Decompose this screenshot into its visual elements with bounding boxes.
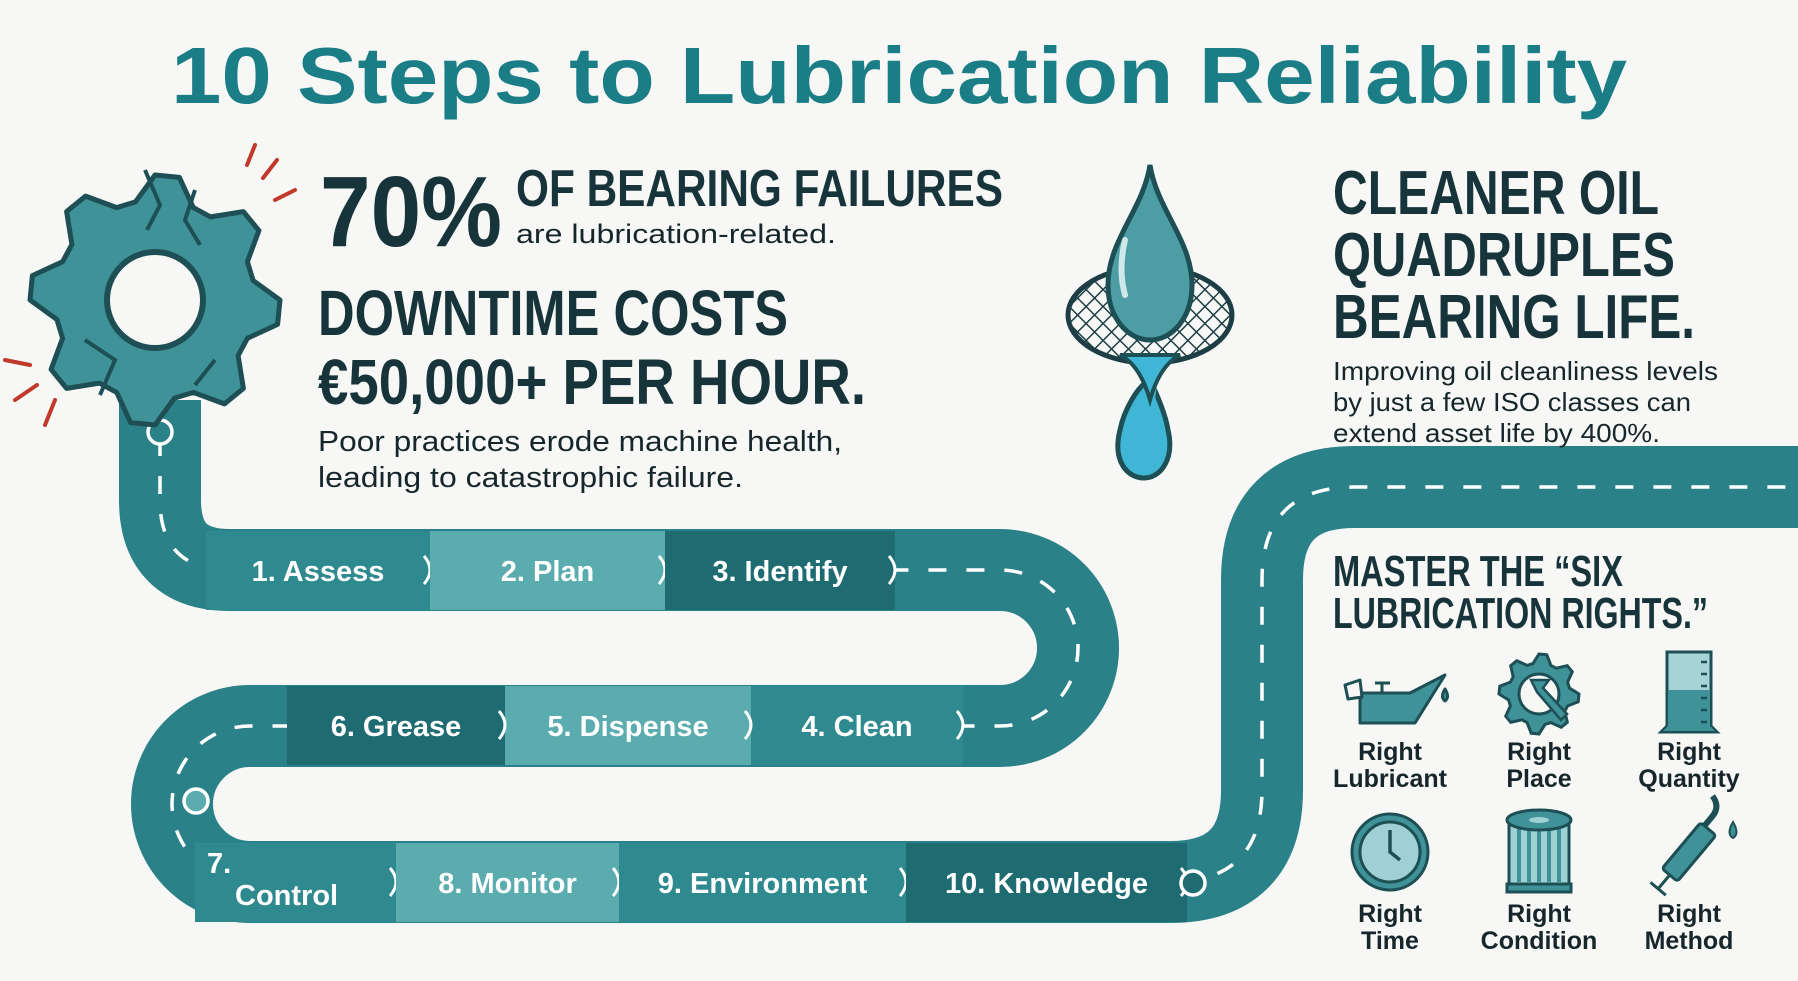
right-label-line2: Time xyxy=(1361,927,1419,955)
right-label-line1: Right xyxy=(1657,900,1722,928)
right-label-line2: Lubricant xyxy=(1333,765,1448,793)
step-label: 9. Environment xyxy=(658,868,868,900)
step-label: 7. xyxy=(207,848,231,880)
step-connector xyxy=(497,710,507,740)
step-block xyxy=(287,686,505,765)
stat-percent-sub: are lubrication-related. xyxy=(516,219,836,249)
step-9: 9. Environment xyxy=(619,843,908,922)
cleaner-oil-body-line3: extend asset life by 400%. xyxy=(1333,418,1660,448)
step-block xyxy=(430,531,665,610)
stat-percent: 70% xyxy=(320,156,502,268)
step-4: 4. Clean xyxy=(751,686,965,765)
step-3: 3. Identify xyxy=(665,531,897,610)
gear-wrench-icon xyxy=(1497,652,1581,736)
clock-icon xyxy=(1350,812,1430,892)
step-label: 1. Assess xyxy=(252,556,385,588)
six-rights-heading-line2: LUBRICATION RIGHTS.” xyxy=(1333,589,1708,638)
right-label-line2: Method xyxy=(1645,927,1734,955)
step-6: 6. Grease xyxy=(287,686,507,765)
step-10: 10. Knowledge xyxy=(906,843,1189,922)
downtime-body-line1: Poor practices erode machine health, xyxy=(318,426,842,458)
broken-gear-icon xyxy=(3,143,297,428)
oil-drop-filter-icon xyxy=(1065,164,1235,481)
step-block xyxy=(619,843,906,922)
step-block xyxy=(505,686,751,765)
step-connector xyxy=(743,710,753,740)
cleaner-oil-heading-line1: CLEANER OIL xyxy=(1333,159,1659,228)
step-7: 7.Control xyxy=(195,843,398,922)
step-label: 5. Dispense xyxy=(547,711,708,743)
step-block xyxy=(396,843,619,922)
step-label-2: Control xyxy=(235,880,338,912)
right-label-line2: Place xyxy=(1506,765,1571,793)
grease-gun-icon xyxy=(1649,794,1720,897)
downtime-heading-line1: DOWNTIME COSTS xyxy=(318,277,788,349)
downtime-heading-line2: €50,000+ PER HOUR. xyxy=(318,346,866,418)
steps: 1. Assess 2. Plan 3. Identify 4. Clean 5. Di… xyxy=(195,531,1189,922)
right-label-line1: Right xyxy=(1358,738,1423,766)
step-5: 5. Dispense xyxy=(505,686,753,765)
stat-percent-heading: OF BEARING FAILURES xyxy=(516,160,1003,218)
step-block xyxy=(665,531,895,610)
step-label: 2. Plan xyxy=(501,556,595,588)
right-label-line1: Right xyxy=(1657,738,1722,766)
step-connector xyxy=(955,710,965,740)
road-node xyxy=(1179,869,1207,897)
page-title: 10 Steps to Lubrication Reliability xyxy=(171,31,1628,120)
step-1: 1. Assess xyxy=(206,531,432,610)
cleaner-oil-heading-line3: BEARING LIFE. xyxy=(1333,283,1695,352)
cleaner-oil-heading-line2: QUADRUPLES xyxy=(1333,221,1675,290)
step-block xyxy=(906,843,1187,922)
oil-filter-icon xyxy=(1505,808,1573,894)
step-block xyxy=(206,531,430,610)
oil-can-icon xyxy=(1343,673,1449,725)
oil-drop-icon xyxy=(1728,820,1738,840)
six-rights-heading-line1: MASTER THE “SIX xyxy=(1333,547,1623,596)
step-block xyxy=(195,843,396,922)
step-block xyxy=(751,686,963,765)
downtime-body-line2: leading to catastrophic failure. xyxy=(318,462,743,494)
cleaner-oil-body-line1: Improving oil cleanliness levels xyxy=(1333,356,1718,386)
step-label: 3. Identify xyxy=(712,556,847,588)
six-rights-labels: RightLubricantRightPlaceRightQuantityRig… xyxy=(1333,738,1740,955)
right-label-line2: Quantity xyxy=(1638,765,1739,793)
cleaner-oil-body-line2: by just a few ISO classes can xyxy=(1333,387,1691,417)
right-label-line1: Right xyxy=(1507,738,1572,766)
step-label: 10. Knowledge xyxy=(945,868,1148,900)
step-2: 2. Plan xyxy=(430,531,667,610)
step-connector xyxy=(887,555,897,585)
step-label: 8. Monitor xyxy=(438,868,577,900)
measuring-beaker-icon xyxy=(1657,650,1721,734)
right-label-line1: Right xyxy=(1358,900,1423,928)
step-label: 4. Clean xyxy=(801,711,912,743)
road-node xyxy=(182,787,210,815)
step-label: 6. Grease xyxy=(331,711,462,743)
roadmap-path xyxy=(119,400,1798,923)
step-8: 8. Monitor xyxy=(396,843,621,922)
right-label-line2: Condition xyxy=(1481,927,1598,955)
right-label-line1: Right xyxy=(1507,900,1572,928)
